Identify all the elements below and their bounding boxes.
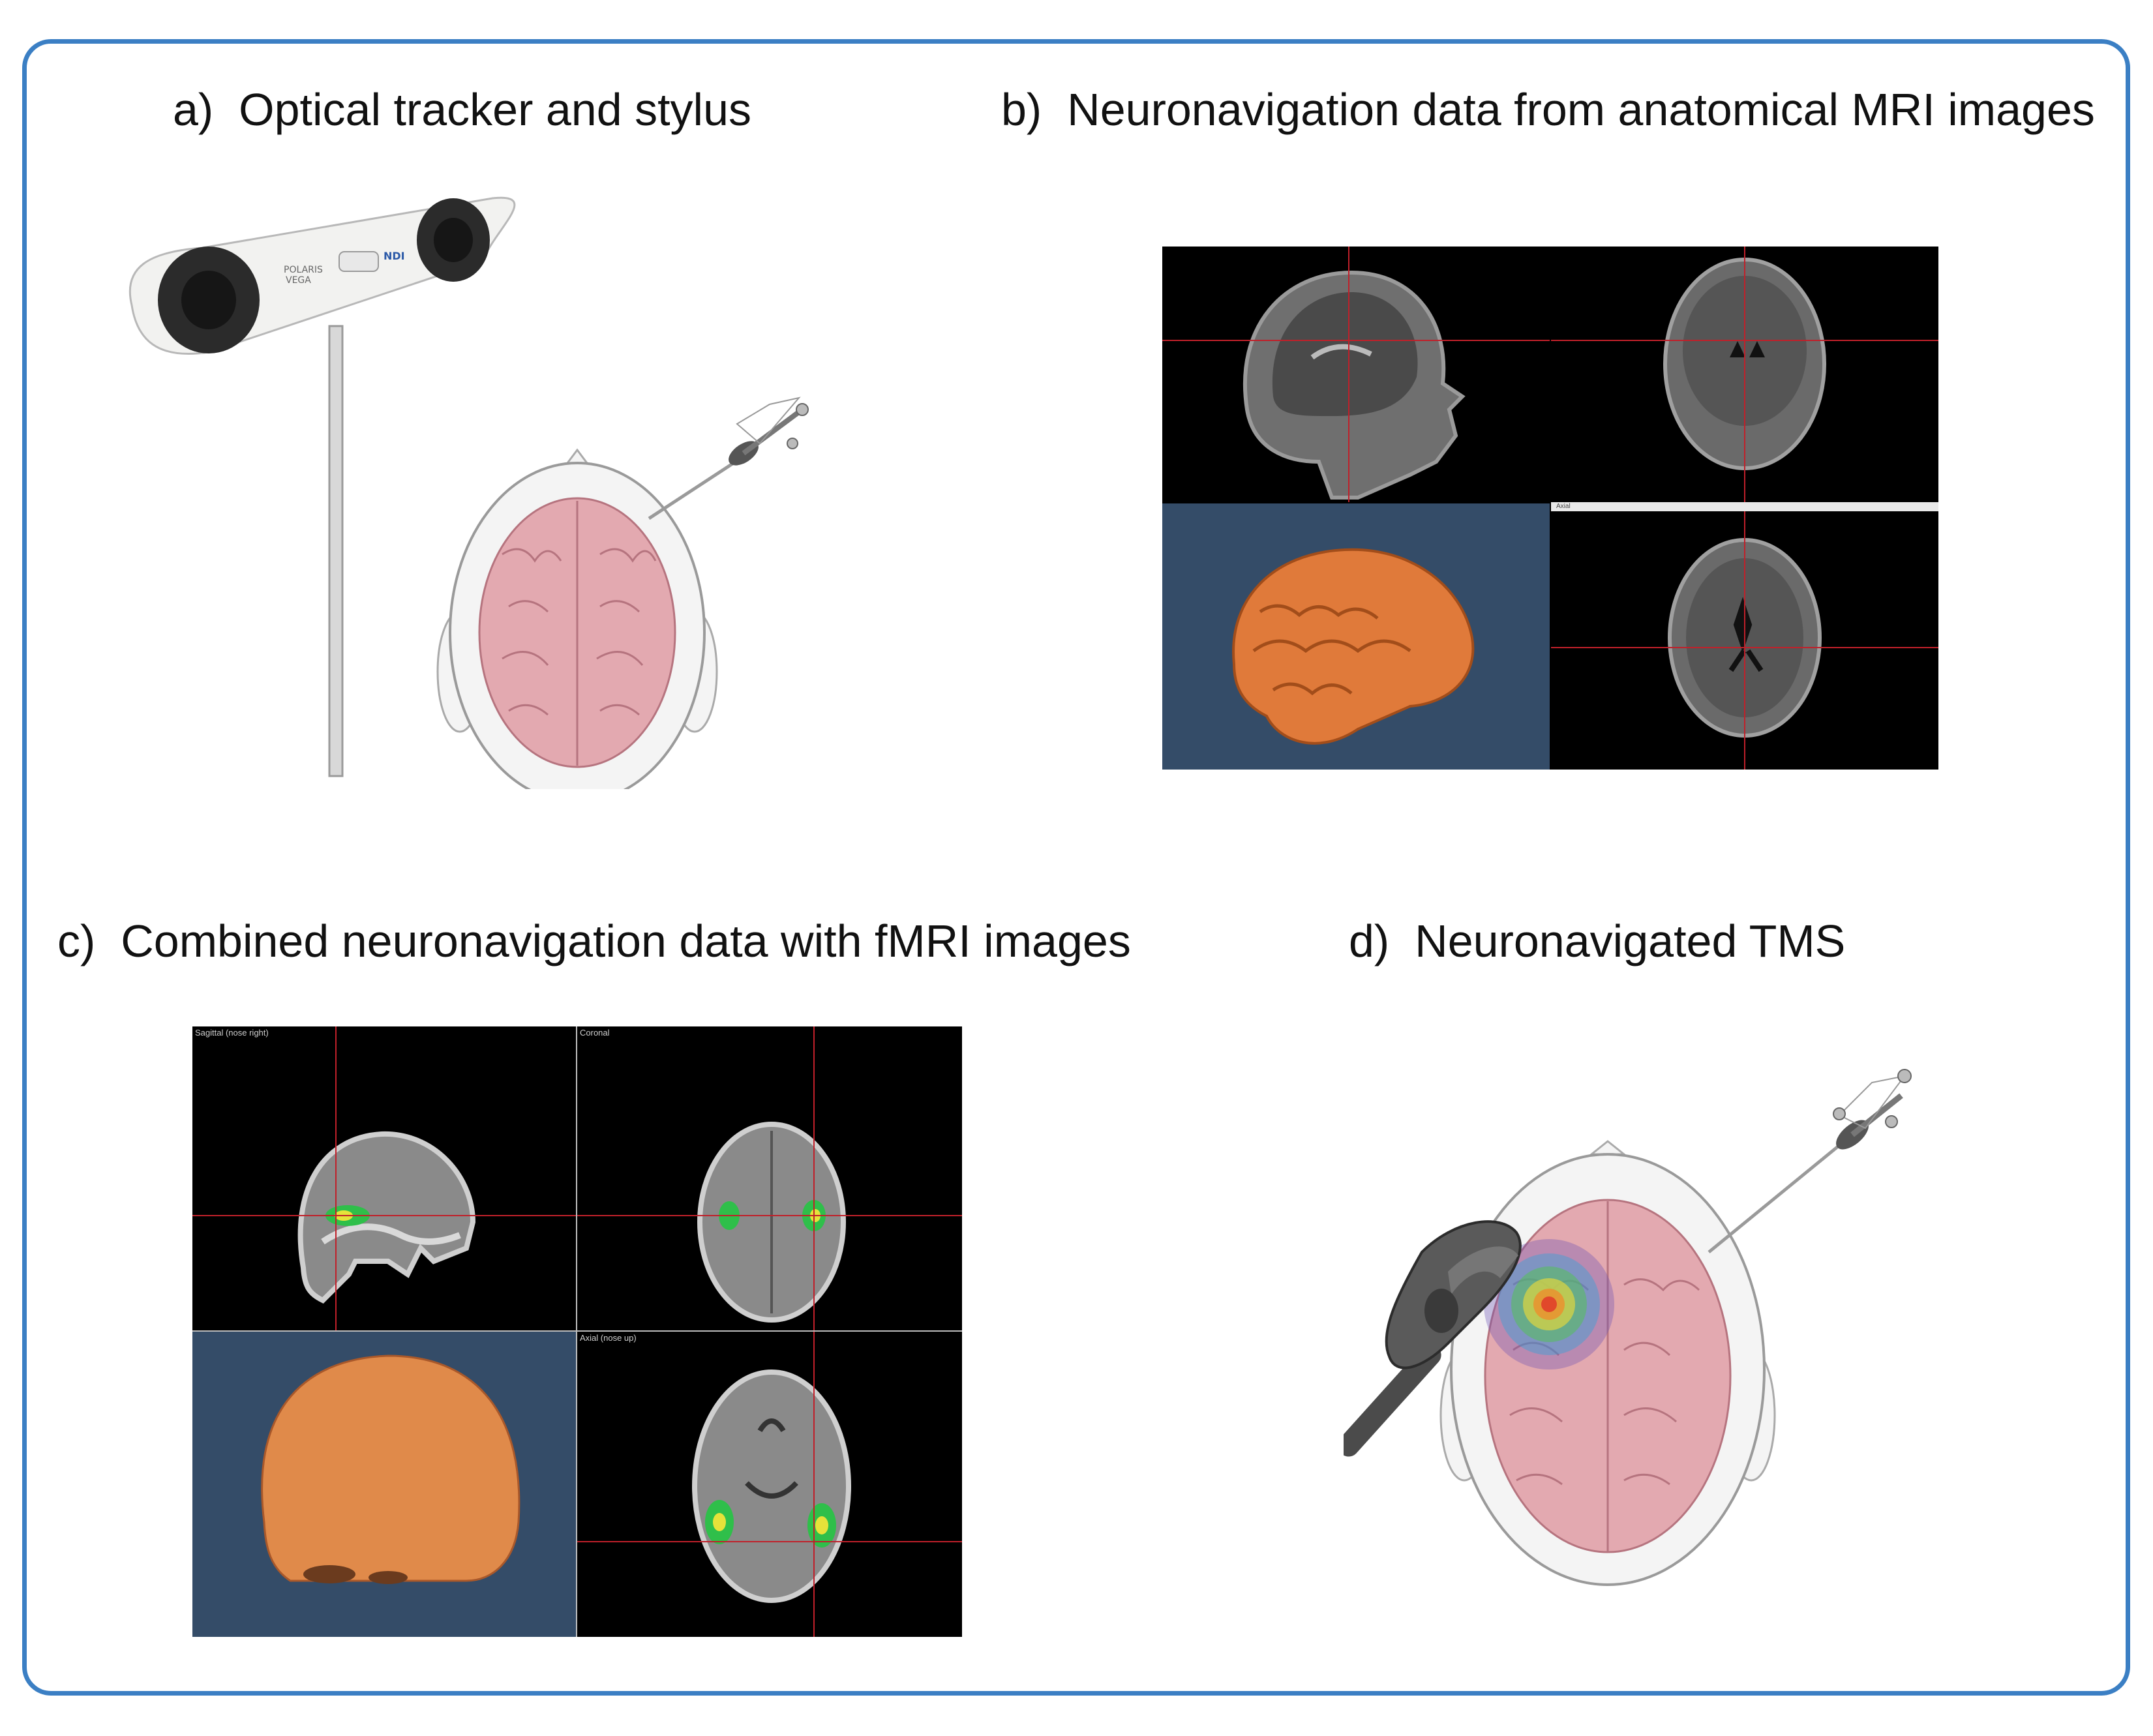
head-with-brain-tms xyxy=(1439,1140,1776,1586)
sagittal-view-label: Sagittal (nose right) xyxy=(195,1028,269,1038)
panel-c-fmri-viewer: Sagittal (nose right) Coronal Axial (nos… xyxy=(192,1026,962,1637)
coronal-view-label: Coronal xyxy=(580,1028,610,1038)
panel-a-title: a) Optical tracker and stylus xyxy=(173,84,752,135)
head-with-brain xyxy=(436,448,718,789)
tms-coil xyxy=(1344,1220,1522,1457)
panel-d-title: d) Neuronavigated TMS xyxy=(1349,916,1846,966)
stylus-tms xyxy=(1708,1069,1912,1253)
panel-c-title: c) Combined neuronavigation data with fM… xyxy=(57,916,1131,966)
stylus xyxy=(648,397,809,520)
panel-d-illustration xyxy=(1344,1037,1931,1611)
axial-view-label: Axial xyxy=(1556,503,1571,510)
panel-a-illustration: NDI POLARIS VEGA xyxy=(117,189,835,789)
tms-hotspot xyxy=(1484,1239,1614,1369)
optical-tracker: NDI POLARIS VEGA xyxy=(128,196,516,355)
panel-b-title: b) Neuronavigation data from anatomical … xyxy=(1001,84,2095,135)
panel-b-mri-viewer: Axial xyxy=(1162,247,1938,770)
brand-label: NDI xyxy=(384,250,405,262)
figure-frame xyxy=(22,39,2130,1696)
model-label-1: POLARIS xyxy=(284,265,323,275)
model-label-2: VEGA xyxy=(286,275,311,286)
tracker-pole xyxy=(328,325,344,777)
axial-view-label-c: Axial (nose up) xyxy=(580,1333,637,1343)
